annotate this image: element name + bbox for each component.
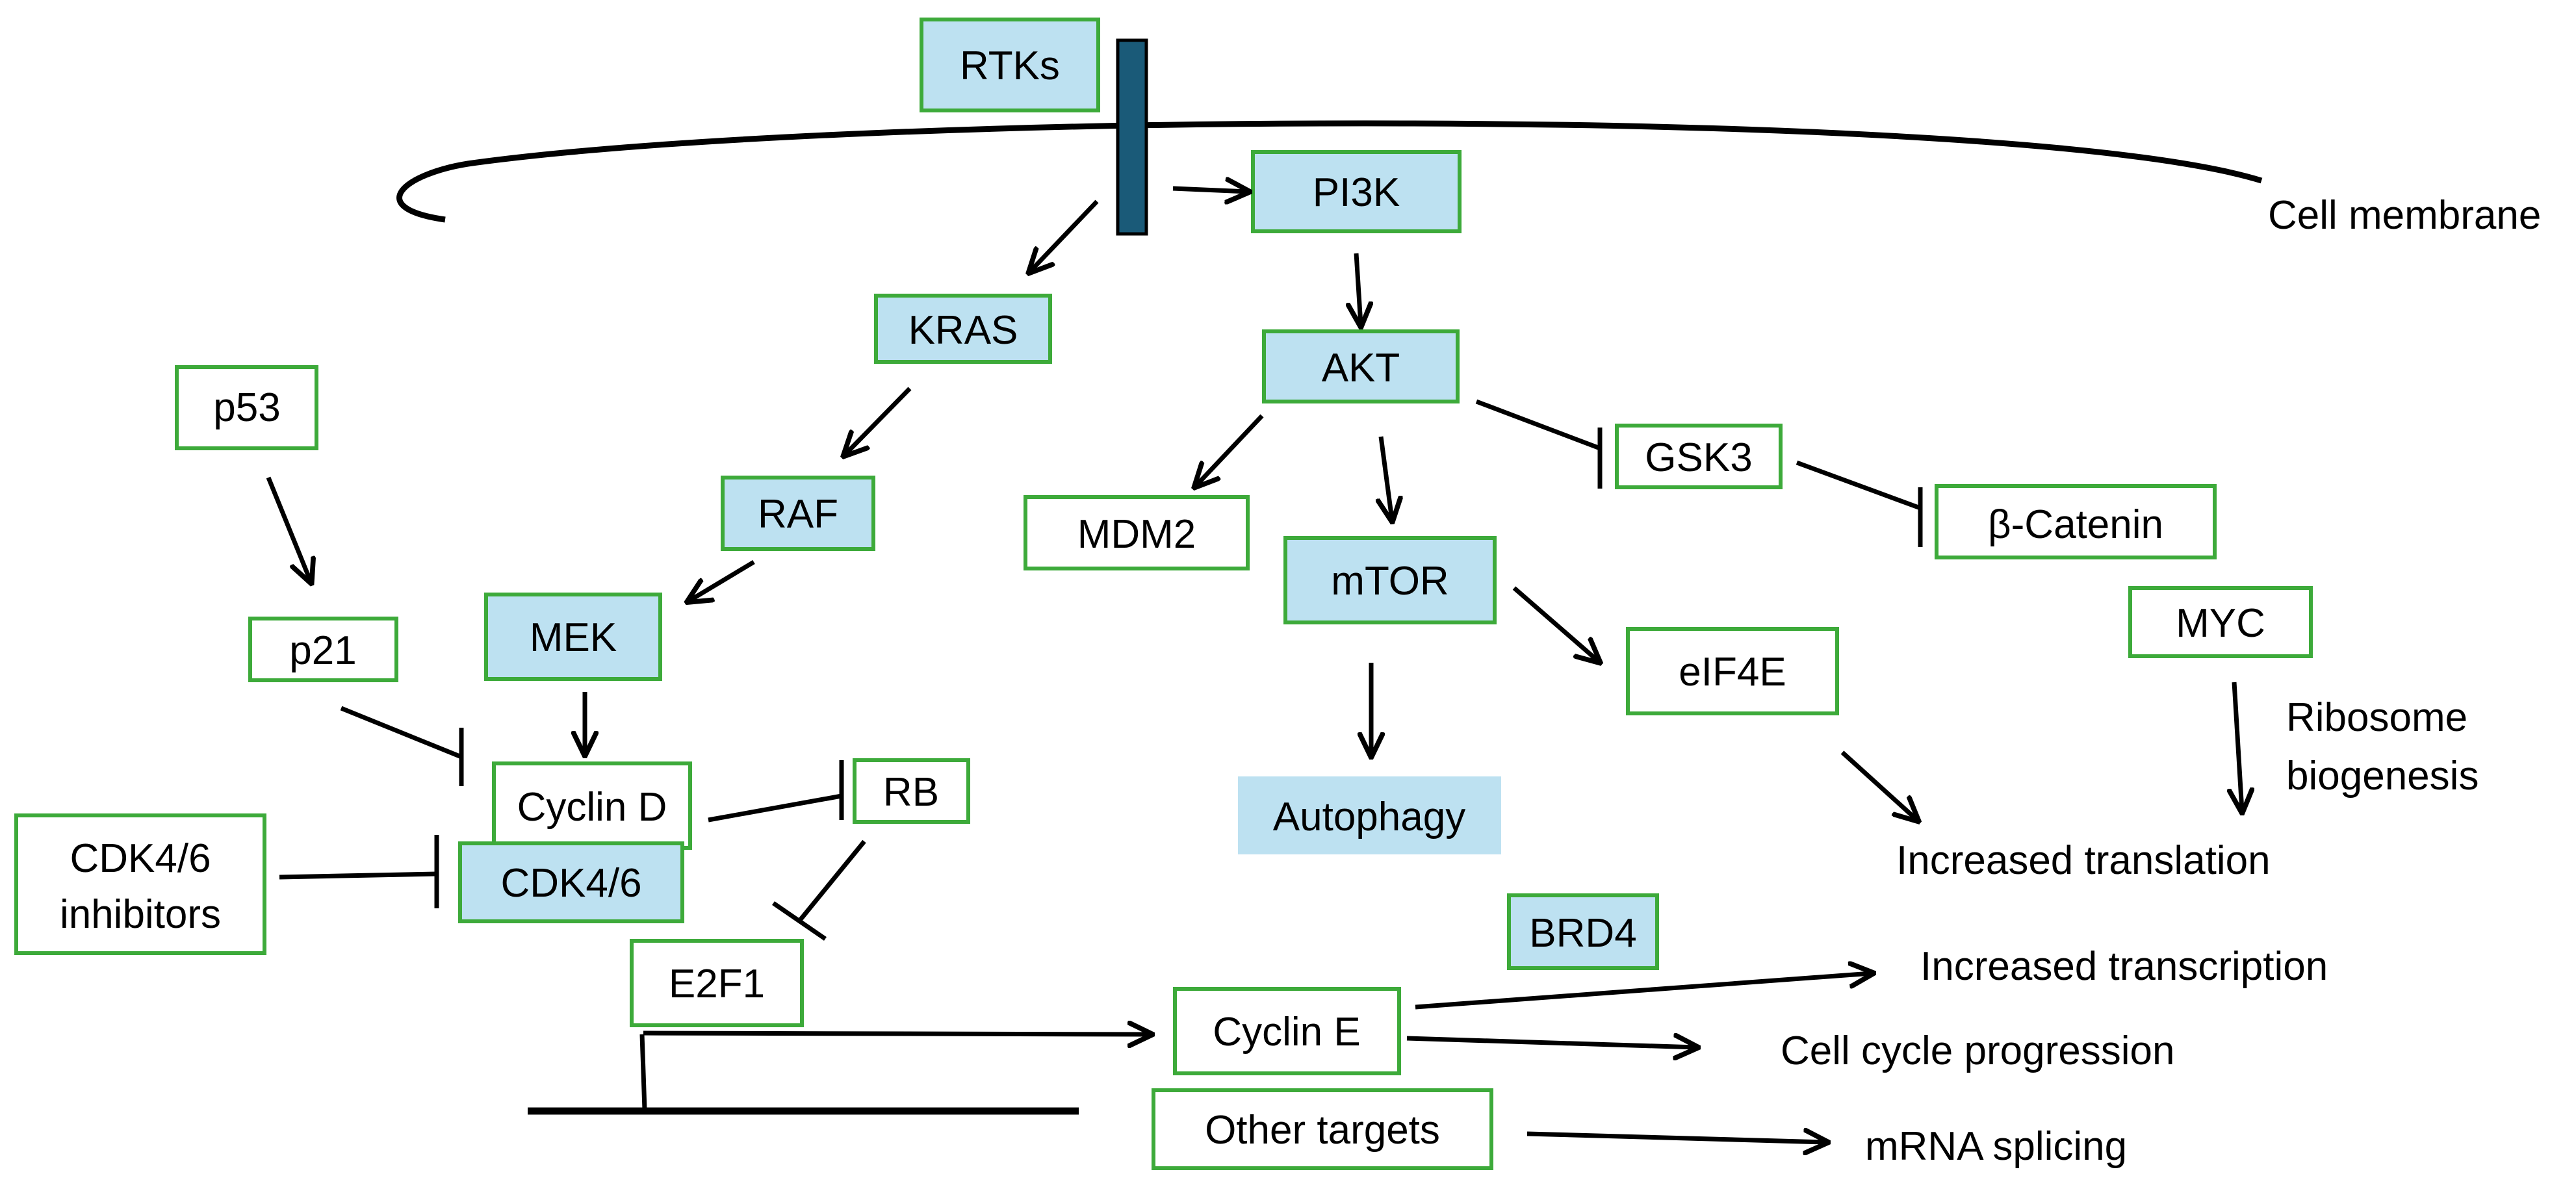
node-p53: p53 (175, 365, 318, 450)
node-raf: RAF (721, 476, 875, 551)
arrow-eif4e-translation (1840, 750, 1917, 820)
arrow-myc-ribosome (2234, 682, 2242, 811)
ribosome-biogenesis-label-line2: biogenesis (2286, 754, 2479, 799)
arrow-akt-mdm2 (1196, 414, 1264, 486)
arrow-akt-mtor (1381, 436, 1392, 520)
node-other-targets: Other targets (1152, 1088, 1493, 1170)
arrow-cyclin-e-cell-cycle (1406, 1038, 1696, 1047)
node-rb: RB (853, 758, 970, 824)
arrow-p53-p21 (266, 476, 311, 582)
inhibit-p21-cyclin-d (340, 706, 464, 786)
inhibit-gsk3-beta-catenin (1796, 460, 1923, 547)
node-cdk46-label: CDK4/6 (500, 861, 641, 906)
inhibit-cdk46-inhibitors-cdk46 (279, 835, 439, 908)
increased-transcription-label: Increased transcription (1920, 944, 2328, 989)
node-mtor: mTOR (1283, 536, 1497, 624)
arrow-cyclin-e-transcription (1415, 973, 1872, 1010)
node-akt-label: AKT (1322, 346, 1400, 390)
cell-cycle-progression-label: Cell cycle progression (1781, 1029, 2174, 1073)
node-p53-label: p53 (213, 385, 280, 430)
node-eif4e-label: eIF4E (1679, 650, 1786, 695)
increased-translation-label: Increased translation (1896, 838, 2271, 883)
arrow-e2f1-cyclin-e (643, 1033, 1150, 1034)
dna-strand (528, 1034, 1079, 1115)
node-gsk3: GSK3 (1615, 424, 1783, 489)
node-eif4e: eIF4E (1626, 627, 1839, 715)
node-rtks-label: RTKs (960, 44, 1060, 88)
arrow-rtk-kras (1030, 199, 1099, 272)
node-beta-catenin-label: β-Catenin (1988, 502, 2163, 547)
node-e2f1-label: E2F1 (669, 962, 765, 1006)
node-beta-catenin: β-Catenin (1935, 484, 2217, 559)
node-mdm2: MDM2 (1024, 495, 1250, 570)
node-cdk46-inhibitors: CDK4/6 inhibitors (14, 813, 266, 955)
mrna-splicing-label: mRNA splicing (1865, 1124, 2127, 1169)
inhibit-akt-gsk3 (1475, 399, 1603, 489)
node-akt: AKT (1262, 329, 1460, 403)
node-brd4: BRD4 (1507, 893, 1659, 970)
cell-membrane-label: Cell membrane (2268, 193, 2541, 238)
arrow-raf-mek (689, 559, 755, 601)
node-mtor-label: mTOR (1331, 559, 1449, 604)
node-e2f1: E2F1 (630, 939, 804, 1027)
cell-membrane-curve (396, 120, 2263, 223)
node-kras: KRAS (874, 294, 1052, 364)
arrow-rtk-pi3k (1172, 188, 1248, 192)
node-other-targets-label: Other targets (1205, 1108, 1440, 1153)
arrow-pi3k-akt (1356, 253, 1361, 325)
node-mek-label: MEK (530, 615, 617, 660)
node-mek: MEK (484, 593, 662, 681)
node-kras-label: KRAS (908, 308, 1018, 353)
node-cyclin-d: Cyclin D (492, 761, 692, 850)
node-autophagy: Autophagy (1238, 776, 1501, 854)
node-raf-label: RAF (758, 492, 838, 537)
inhibit-rb-e2f1 (772, 839, 866, 941)
receptor-bar (1116, 38, 1148, 236)
node-pi3k-label: PI3K (1313, 170, 1400, 215)
arrow-mtor-eif4e (1512, 586, 1599, 661)
node-cdk46-inhibitors-label-line2: inhibitors (60, 892, 221, 937)
node-mdm2-label: MDM2 (1077, 512, 1196, 557)
node-pi3k: PI3K (1251, 150, 1462, 233)
node-cdk46-inhibitors-label-line1: CDK4/6 (70, 836, 211, 881)
ribosome-biogenesis-label-line1: Ribosome (2286, 695, 2467, 740)
node-gsk3-label: GSK3 (1645, 435, 1752, 480)
node-myc: MYC (2128, 586, 2313, 658)
node-cyclin-d-label: Cyclin D (517, 785, 667, 830)
node-p21: p21 (248, 617, 398, 682)
node-rtks: RTKs (920, 18, 1100, 112)
arrow-other-targets-splicing (1526, 1134, 1826, 1142)
arrow-kras-raf (845, 387, 912, 455)
node-rb-label: RB (883, 770, 939, 815)
node-cyclin-e: Cyclin E (1173, 987, 1401, 1075)
node-cdk46: CDK4/6 (458, 841, 684, 923)
node-p21-label: p21 (289, 628, 356, 673)
node-autophagy-label: Autophagy (1273, 795, 1465, 839)
inhibit-cyclin-d-rb (708, 760, 844, 823)
node-brd4-label: BRD4 (1529, 911, 1636, 956)
node-myc-label: MYC (2176, 601, 2265, 646)
node-cyclin-e-label: Cyclin E (1213, 1010, 1360, 1055)
